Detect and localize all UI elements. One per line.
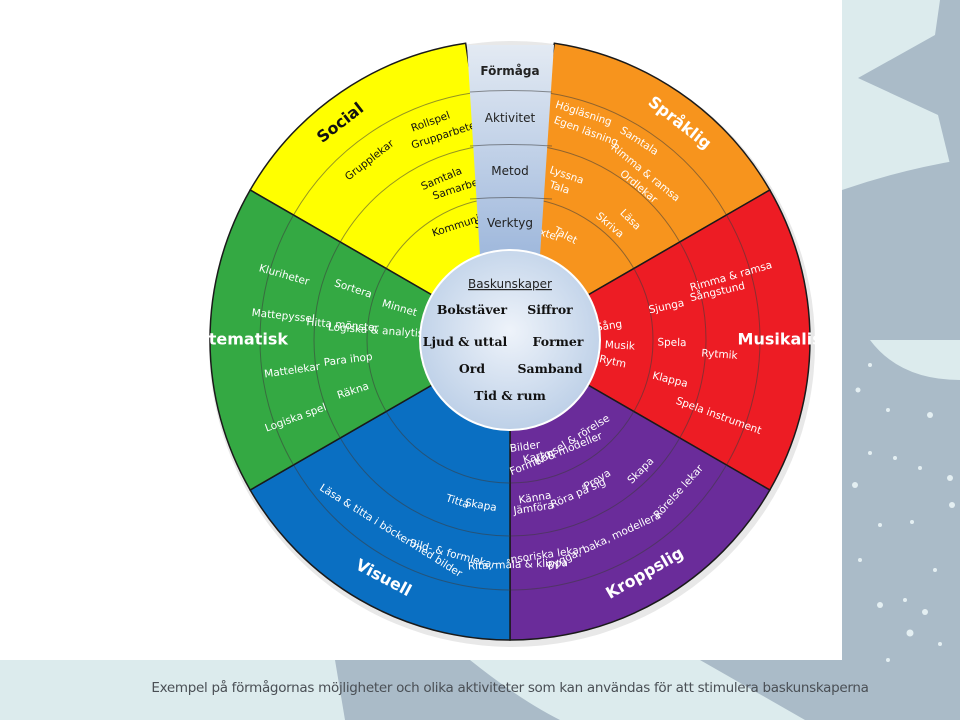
sector-text: Sång — [595, 317, 623, 334]
ring-divider — [633, 268, 654, 412]
sector-text: Para ihop — [323, 351, 373, 369]
axis-band-label: Metod — [491, 164, 528, 178]
sector-text: Bilder — [509, 439, 542, 455]
sector-text: Spela — [657, 337, 686, 350]
sector-text: Rita, måla & klippa — [468, 556, 568, 572]
ring-divider — [259, 214, 294, 466]
light-blob-shape — [870, 340, 960, 380]
core-item: Tid & rum — [474, 388, 546, 403]
dark-band-shape — [842, 160, 960, 720]
snow-dots — [852, 363, 955, 662]
sector-text: Rytmik — [701, 347, 739, 362]
ring-divider — [509, 464, 727, 591]
sector-text: Musik — [604, 339, 636, 353]
ring-divider — [546, 92, 727, 216]
ring-divider — [509, 437, 681, 537]
ring-divider — [509, 411, 635, 484]
core-item: Bokstäver — [437, 302, 508, 317]
ring-divider — [339, 145, 482, 243]
ring-divider — [679, 241, 707, 439]
sector-text: Jämföra — [512, 500, 555, 518]
ring-divider — [366, 268, 387, 412]
sector-text: Skapa — [464, 497, 498, 514]
core-item: Samband — [517, 361, 582, 376]
axis-band-label: Verktyg — [487, 216, 533, 230]
star-shape — [858, 0, 960, 205]
core-title: Baskunskaper — [468, 277, 552, 291]
core-background — [419, 249, 601, 431]
core-item: Former — [533, 334, 584, 349]
ring-divider — [538, 145, 681, 243]
ring-divider — [293, 464, 511, 591]
slide-caption: Exempel på förmågornas möjligheter och o… — [151, 680, 869, 696]
lower-dark-shape — [700, 660, 842, 720]
sector-title: Matematisk — [182, 330, 288, 349]
lower-band-shape — [335, 660, 560, 720]
ring-divider — [385, 411, 511, 484]
ring-divider — [531, 198, 635, 269]
core-item: Ord — [459, 361, 485, 376]
ring-divider — [726, 214, 761, 466]
core-item: Siffror — [527, 302, 573, 317]
sector-matematisk: MatematiskKluriheterMattepysselMatteleka… — [182, 188, 474, 492]
ring-divider — [339, 437, 511, 537]
axis-band-label: Aktivitet — [485, 111, 536, 125]
ring-divider — [313, 241, 341, 439]
ring-divider — [293, 92, 474, 216]
core-item: Ljud & uttal — [423, 334, 508, 349]
sector-text: Känna — [518, 490, 552, 507]
axis-band-label: Förmåga — [480, 64, 539, 78]
axis-band-shape — [467, 45, 554, 256]
sector-title: Musikalisk — [738, 330, 833, 349]
abilities-wheel: SocialGrupplekarRollspelGrupparbeteSamta… — [182, 41, 833, 647]
sector-text: Rytm — [598, 353, 627, 370]
ring-divider — [385, 198, 489, 269]
